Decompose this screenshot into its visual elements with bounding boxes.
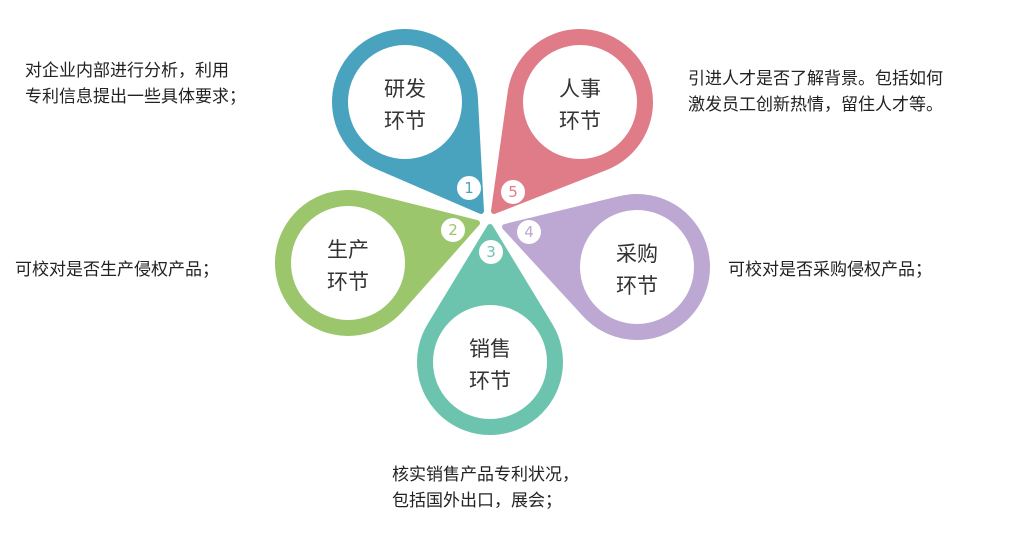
production-description: 可校对是否生产侵权产品； <box>15 257 219 283</box>
petal-label-line2: 环节 <box>327 270 369 294</box>
petal-label-line2: 环节 <box>559 109 601 133</box>
petal-label-line1: 采购 <box>616 242 658 266</box>
petal-inner-circle <box>523 45 637 159</box>
rd-description-line: 对企业内部进行分析，利用 <box>25 61 229 81</box>
step-number: 1 <box>464 179 474 197</box>
step-number-badge: 1 <box>457 176 481 200</box>
sales-description: 核实销售产品专利状况， 包括国外出口，展会； <box>392 462 579 514</box>
petal-label-line1: 研发 <box>384 77 426 101</box>
badge-circle <box>479 240 503 264</box>
step-number: 5 <box>508 183 518 201</box>
rd-description: 对企业内部进行分析，利用 专利信息提出一些具体要求； <box>25 58 246 110</box>
badge-circle <box>517 220 541 244</box>
sales-description-line: 包括国外出口，展会； <box>392 491 562 511</box>
petal-inner-circle <box>291 206 405 320</box>
step-number-badge: 3 <box>479 240 503 264</box>
hr-description-line: 激发员工创新热情，留住人才等。 <box>688 95 943 115</box>
petal-inner-circle <box>348 45 462 159</box>
purchase-description: 可校对是否采购侵权产品； <box>728 257 932 283</box>
step-number-badge: 2 <box>441 218 465 242</box>
step-number-badge: 4 <box>517 220 541 244</box>
hr-description: 引进人才是否了解背景。包括如何 激发员工创新热情，留住人才等。 <box>688 66 943 118</box>
petal-label-line2: 环节 <box>616 274 658 298</box>
production-description-line: 可校对是否生产侵权产品； <box>15 260 219 280</box>
petal-label-line1: 销售 <box>469 337 511 361</box>
sales-description-line: 核实销售产品专利状况， <box>392 465 579 485</box>
petal-inner-circle <box>433 305 547 419</box>
hr-description-line: 引进人才是否了解背景。包括如何 <box>688 69 943 89</box>
petal-label-line2: 环节 <box>469 369 511 393</box>
badge-circle <box>501 180 525 204</box>
step-number-badge: 5 <box>501 180 525 204</box>
step-number: 3 <box>486 243 496 261</box>
petal-label-line2: 环节 <box>384 109 426 133</box>
petal-label-line1: 人事 <box>559 77 601 101</box>
purchase-description-line: 可校对是否采购侵权产品； <box>728 260 932 280</box>
rd-description-line: 专利信息提出一些具体要求； <box>25 87 246 107</box>
petal-inner-circle <box>580 210 694 324</box>
badge-circle <box>457 176 481 200</box>
petal-label-line1: 生产 <box>327 238 369 262</box>
step-number: 2 <box>448 221 458 239</box>
badge-circle <box>441 218 465 242</box>
step-number: 4 <box>524 223 534 241</box>
